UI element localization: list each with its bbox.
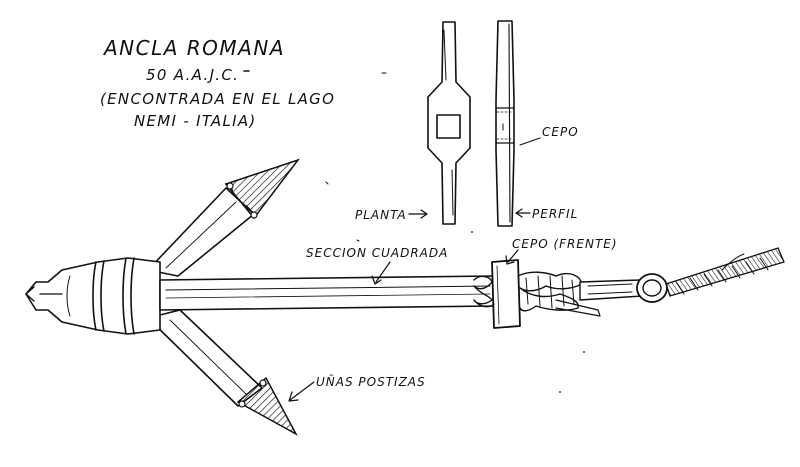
anchor (25, 158, 785, 436)
perfil-arrow (515, 208, 531, 218)
anchor-ring (636, 273, 668, 303)
title-block: ANCLA ROMANA 50 A.A.J.C. (ENCONTRADA EN … (100, 36, 335, 130)
rope-lashing (473, 271, 643, 317)
anchor-shank (159, 275, 495, 311)
title-line-4: NEMI - ITALIA) (134, 112, 257, 130)
stock-plan-view (427, 21, 471, 225)
seccion-arrow (371, 261, 391, 285)
label-unas-postizas: UÑAS POSTIZAS (316, 374, 426, 389)
upper-arm (147, 158, 301, 277)
upper-fluke (224, 158, 301, 220)
cepo-frente-arrow (505, 249, 519, 265)
square-hole (436, 114, 461, 139)
cepo-leader (519, 137, 541, 146)
stray-marks (243, 70, 585, 393)
lower-fluke (236, 376, 298, 436)
label-planta: PLANTA (355, 208, 407, 222)
title-line-1: ANCLA ROMANA (102, 36, 285, 60)
planta-arrow (408, 209, 428, 219)
stock-profile-view (495, 20, 515, 227)
anchor-rope (665, 247, 785, 297)
title-line-2: 50 A.A.J.C. (146, 66, 239, 84)
label-perfil: PERFIL (532, 207, 578, 221)
anchor-crown (25, 257, 161, 335)
lower-arm (147, 309, 298, 436)
label-cepo-frente: CEPO (FRENTE) (512, 237, 618, 251)
label-seccion-cuadrada: SECCION CUADRADA (306, 246, 448, 260)
label-cepo: CEPO (542, 125, 579, 139)
stock-front (491, 259, 521, 329)
title-line-3: (ENCONTRADA EN EL LAGO (100, 90, 335, 108)
unas-arrow (288, 381, 315, 402)
